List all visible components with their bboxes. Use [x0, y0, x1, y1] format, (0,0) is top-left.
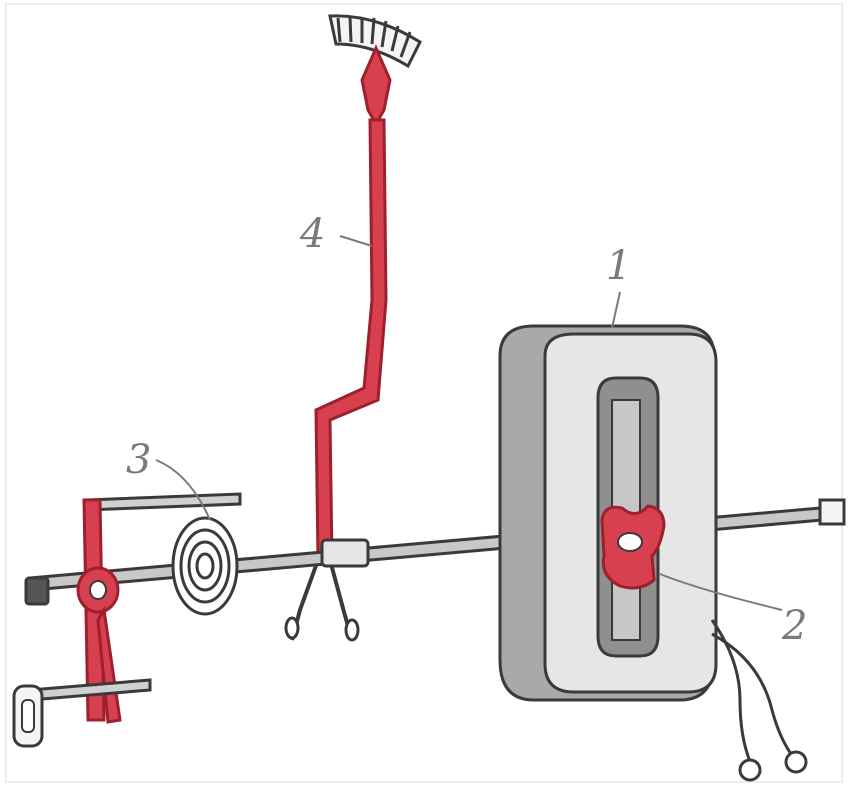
label-core: 1 [606, 246, 631, 286]
label-pointer: 4 [300, 214, 325, 254]
shaft [26, 500, 844, 604]
terminal-loop-icon [740, 752, 806, 780]
iron-vane [602, 506, 664, 588]
spiral-spring [173, 518, 237, 614]
label-iron-vane: 2 [782, 606, 807, 646]
label-spring: 3 [126, 440, 151, 480]
